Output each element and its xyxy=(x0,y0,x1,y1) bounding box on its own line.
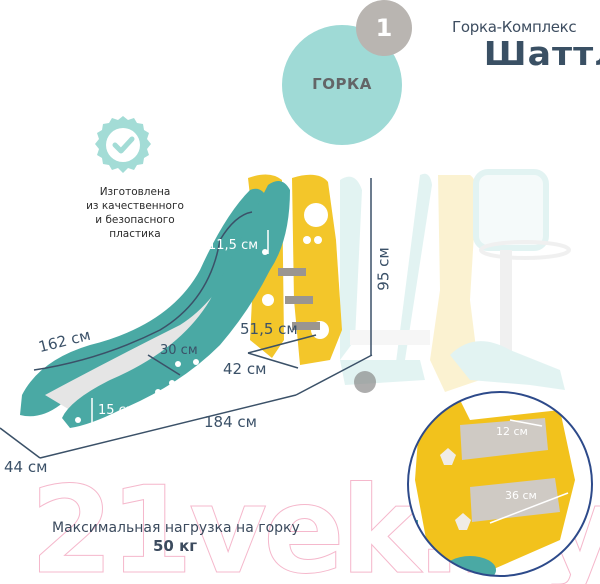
quality-line: из качественного xyxy=(86,200,184,212)
ball xyxy=(354,371,376,393)
quality-line: Изготовлена xyxy=(99,186,171,198)
quality-text: Изготовлена из качественного и безопасно… xyxy=(80,185,190,241)
white-dimension-lines xyxy=(91,230,269,426)
step-detail-zoom xyxy=(408,392,592,576)
slide xyxy=(20,181,290,428)
dim-step-depth: 12 см xyxy=(496,425,528,438)
section-label: ГОРКА xyxy=(312,75,372,93)
max-load-value: 50 кг xyxy=(153,537,198,555)
dim-platform-height: 51,5 см xyxy=(240,320,298,338)
dim-total-height: 95 см xyxy=(374,247,393,291)
quality-line: и безопасного xyxy=(95,214,175,226)
section-number: 1 xyxy=(356,0,412,56)
dim-rail-height: 11,5 см xyxy=(208,238,259,253)
max-load-label: Максимальная нагрузка на горку xyxy=(52,520,300,536)
check-badge-icon xyxy=(95,116,151,173)
product-subtitle: Горка-Комплекс xyxy=(452,18,577,36)
dim-step-width: 36 см xyxy=(505,489,537,502)
dim-slide-width: 30 см xyxy=(160,343,198,358)
dim-base-depth: 42 см xyxy=(223,360,267,378)
dim-side-height: 15 см xyxy=(98,403,136,418)
quality-line: пластика xyxy=(109,228,161,240)
zoom-circle-border xyxy=(407,391,593,577)
product-title: Шаттл xyxy=(483,34,600,73)
dim-width: 44 см xyxy=(4,458,48,476)
background-playset xyxy=(340,169,571,392)
dimension-lines xyxy=(0,178,373,459)
dim-total-length: 184 см xyxy=(204,413,257,431)
